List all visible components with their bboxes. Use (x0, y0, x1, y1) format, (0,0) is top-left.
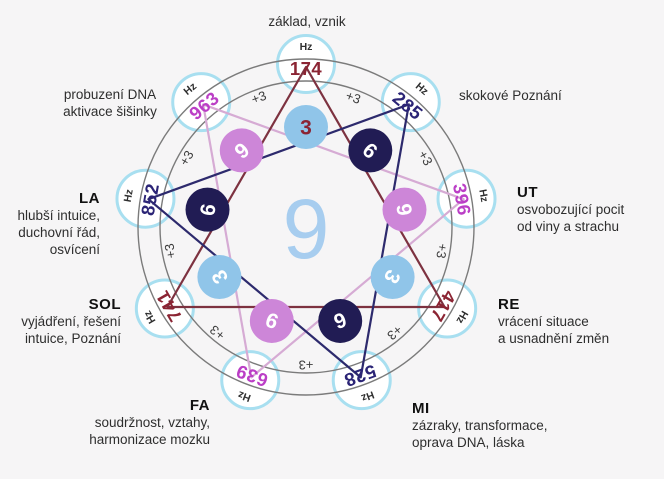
label-title: SOL (88, 296, 121, 313)
triangle-9 (202, 103, 465, 379)
hz-unit-label: Hz (236, 388, 252, 404)
label-line: intuice, Poznání (24, 331, 121, 346)
plus-three-label: +3 (344, 88, 363, 107)
digit-circle-417 (370, 255, 415, 299)
digit-174: 3 (300, 117, 312, 140)
digit-circle-741 (197, 255, 242, 299)
hz-unit-label: Hz (300, 41, 313, 53)
label-line: od viny a strachu (517, 219, 620, 234)
label-mi: MI zázraky, transformace, oprava DNA, lá… (412, 400, 622, 451)
label-re: RE vrácení situace a usnadnění změn (498, 296, 658, 347)
label-line: zázraky, transformace, (412, 418, 548, 433)
label-line: vyjádření, řešení (21, 314, 121, 329)
plus-three-label: +3 (161, 242, 178, 259)
plus-three-label: +3 (207, 322, 228, 343)
digit-circle-285 (348, 128, 393, 173)
plus-three-label: +3 (249, 88, 268, 107)
hz-unit-label: Hz (142, 308, 159, 325)
label-line: hlubší intuice, (17, 208, 100, 223)
plus-three-label: +3 (176, 148, 196, 168)
hz-unit-label: Hz (476, 188, 490, 203)
label-line: soudržnost, vztahy, (94, 415, 210, 430)
plus-three-label: +3 (415, 148, 435, 168)
plus-three-label: +3 (384, 322, 405, 343)
freq-circle-741 (134, 278, 195, 339)
digit-circle-528 (318, 298, 363, 343)
center-nine: 9 (283, 182, 330, 276)
freq-circle-417 (417, 278, 478, 339)
label-title: LA (79, 190, 100, 207)
label-title: MI (412, 400, 430, 417)
digit-396: 9 (391, 202, 416, 218)
digit-circle-963 (219, 128, 264, 173)
digit-circle-639 (249, 298, 294, 343)
plus-three-label: +3 (299, 358, 314, 373)
outer-guide-circle (137, 58, 475, 396)
label-skokove-poznani: skokové Poznání (459, 87, 649, 104)
label-line: osvícení (49, 242, 100, 257)
label-line: a usnadnění změn (498, 331, 610, 346)
hz-unit-label: Hz (122, 188, 136, 203)
hz-unit-label: Hz (359, 388, 375, 404)
label-line: duchovní řád, (18, 225, 100, 240)
label-line: harmonizace mozku (89, 432, 210, 447)
label-line: vrácení situace (498, 314, 589, 329)
triangle-3 (166, 65, 446, 309)
inner-guide-circle (159, 80, 453, 374)
digit-852: 6 (196, 202, 221, 218)
label-zaklad-vznik: základ, vznik (207, 13, 407, 30)
label-line: probuzení DNA (63, 87, 157, 102)
label-line: skokové Poznání (459, 88, 562, 103)
label-line: aktivace šišinky (63, 104, 157, 119)
label-title: RE (498, 296, 520, 313)
label-title: FA (189, 397, 210, 414)
label-fa: FA soudržnost, vztahy, harmonizace mozku (28, 397, 210, 448)
triangle-6 (147, 103, 410, 379)
label-la: LA hlubší intuice, duchovní řád, osvícen… (0, 190, 100, 258)
label-sol: SOL vyjádření, řešení intuice, Poznání (0, 296, 121, 347)
label-probuzeni-dna: probuzení DNA aktivace šišinky (28, 86, 192, 120)
label-line: osvobozující pocit (517, 202, 625, 217)
label-line: oprava DNA, láska (412, 435, 525, 450)
freq-circle-396 (436, 168, 497, 229)
plus-three-label: +3 (433, 242, 450, 259)
label-ut: UT osvobozující pocit od viny a strachu (517, 184, 657, 235)
digit-circle-396 (382, 187, 427, 232)
freq-value-174: 174 (290, 58, 323, 79)
freq-circle-852 (115, 168, 176, 229)
freq-label-174: Hz 174 (290, 41, 323, 79)
digit-circle-174 (284, 105, 328, 149)
hz-unit-label: Hz (453, 308, 470, 325)
freq-circle-174 (276, 34, 336, 94)
digit-circle-852 (185, 187, 230, 232)
label-title: UT (517, 184, 538, 201)
label-line: základ, vznik (268, 14, 346, 29)
